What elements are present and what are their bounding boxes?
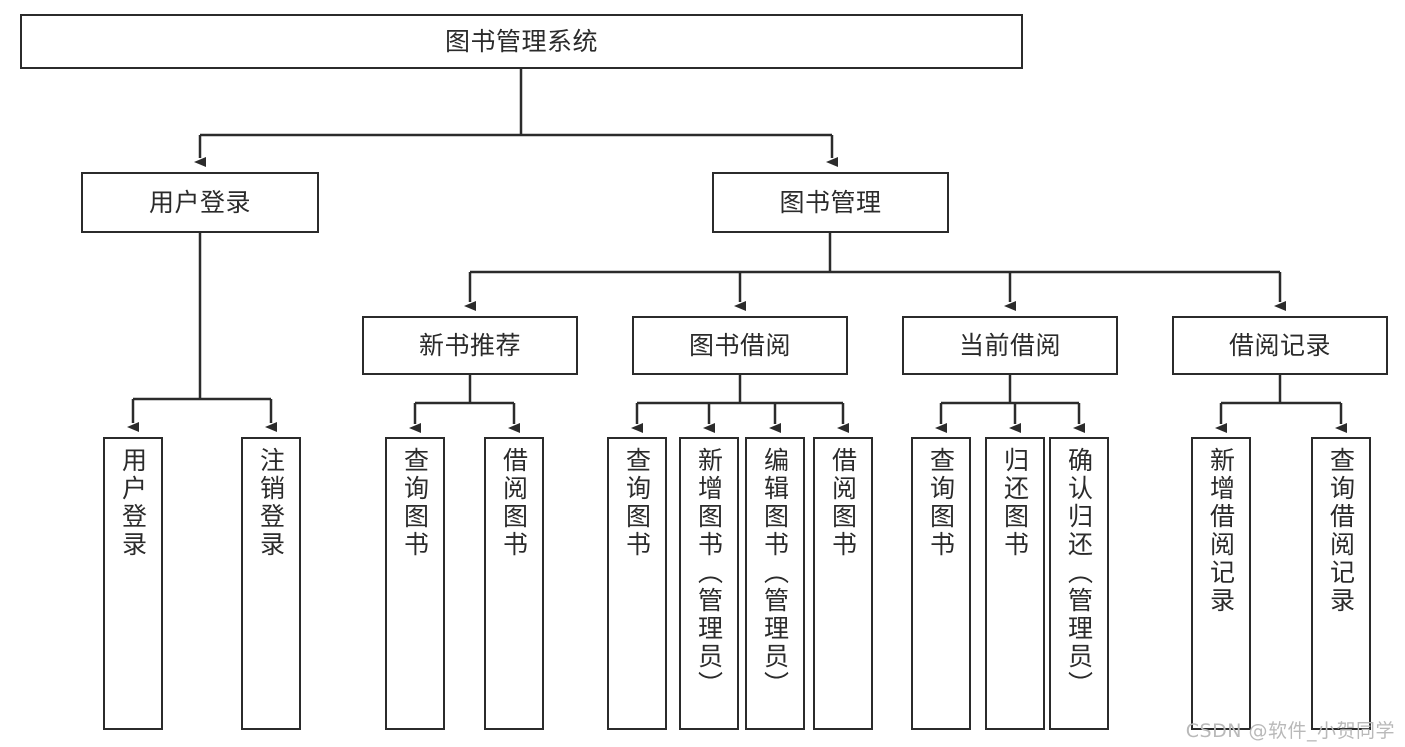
node-book-management-label: 图书管理 (779, 187, 882, 217)
leaf-query-books-recommend[interactable]: 查询图书 (385, 437, 445, 730)
leaf-borrow-books-label: 借阅图书 (828, 447, 858, 559)
node-new-book-recommend-label: 新书推荐 (418, 330, 521, 360)
leaf-add-book-admin[interactable]: 新增图书（管理员） (679, 437, 739, 730)
node-root[interactable]: 图书管理系统 (20, 14, 1023, 69)
node-current-borrow[interactable]: 当前借阅 (902, 316, 1118, 375)
leaf-confirm-return-admin[interactable]: 确认归还（管理员） (1049, 437, 1109, 730)
leaf-return-books-label: 归还图书 (1000, 447, 1030, 559)
leaf-user-login-label: 用户登录 (118, 447, 148, 559)
leaf-return-books[interactable]: 归还图书 (985, 437, 1045, 730)
node-book-borrow-label: 图书借阅 (688, 330, 791, 360)
leaf-user-login[interactable]: 用户登录 (103, 437, 163, 730)
node-user-login-label: 用户登录 (148, 187, 251, 217)
leaf-borrow-books-recommend[interactable]: 借阅图书 (484, 437, 544, 730)
node-borrow-record[interactable]: 借阅记录 (1172, 316, 1388, 375)
leaf-confirm-return-admin-label: 确认归还（管理员） (1064, 447, 1094, 699)
node-book-borrow[interactable]: 图书借阅 (632, 316, 848, 375)
leaf-query-borrow-record-label: 查询借阅记录 (1326, 447, 1356, 615)
leaf-logout-label: 注销登录 (256, 447, 286, 559)
watermark-text: CSDN @软件_小贺同学 (1185, 720, 1395, 742)
leaf-add-book-admin-label: 新增图书（管理员） (694, 447, 724, 699)
leaf-query-books-borrow[interactable]: 查询图书 (607, 437, 667, 730)
leaf-borrow-books-recommend-label: 借阅图书 (499, 447, 529, 559)
leaf-query-books-current-label: 查询图书 (926, 447, 956, 559)
leaf-edit-book-admin[interactable]: 编辑图书（管理员） (745, 437, 805, 730)
leaf-query-books-recommend-label: 查询图书 (400, 447, 430, 559)
node-book-management[interactable]: 图书管理 (712, 172, 949, 233)
leaf-query-books-current[interactable]: 查询图书 (911, 437, 971, 730)
leaf-query-books-borrow-label: 查询图书 (622, 447, 652, 559)
node-root-label: 图书管理系统 (444, 26, 598, 56)
leaf-add-borrow-record-label: 新增借阅记录 (1206, 447, 1236, 615)
node-new-book-recommend[interactable]: 新书推荐 (362, 316, 578, 375)
leaf-edit-book-admin-label: 编辑图书（管理员） (760, 447, 790, 699)
leaf-query-borrow-record[interactable]: 查询借阅记录 (1311, 437, 1371, 730)
leaf-borrow-books[interactable]: 借阅图书 (813, 437, 873, 730)
node-current-borrow-label: 当前借阅 (958, 330, 1061, 360)
node-user-login[interactable]: 用户登录 (81, 172, 319, 233)
leaf-add-borrow-record[interactable]: 新增借阅记录 (1191, 437, 1251, 730)
node-borrow-record-label: 借阅记录 (1228, 330, 1331, 360)
leaf-logout[interactable]: 注销登录 (241, 437, 301, 730)
